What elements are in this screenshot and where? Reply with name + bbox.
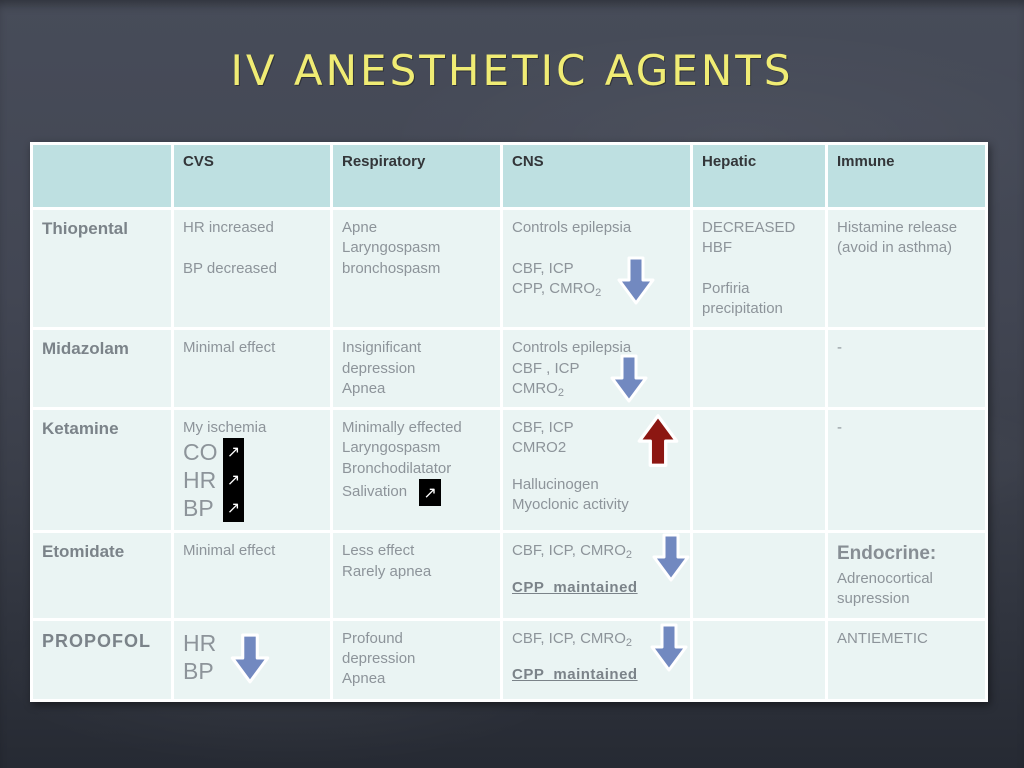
down-arrow-icon [617, 256, 655, 305]
cell-ketamine-hepatic [693, 410, 825, 531]
table-row-thiopental: Thiopental HR increased BP decreased Apn… [33, 210, 985, 328]
cell-thiopental-cns: Controls epilepsia CBF, ICP CPP, CMRO2 [503, 210, 690, 328]
row-label-midazolam: Midazolam [33, 330, 171, 407]
cell-thiopental-hepatic: DECREASED HBF Porfiria precipitation [693, 210, 825, 328]
cell-thiopental-respiratory: Apne Laryngospasm bronchospasm [333, 210, 500, 328]
cell-ketamine-cns: CBF, ICP CMRO2 Hallucinogen Myoclonic ac… [503, 410, 690, 531]
cell-etomidate-respiratory: Less effect Rarely apnea [333, 533, 500, 618]
header-row: CVS Respiratory CNS Hepatic Immune [33, 145, 985, 207]
table-row-etomidate: Etomidate Minimal effect Less effect Rar… [33, 533, 985, 618]
cell-propofol-hepatic [693, 620, 825, 699]
cell-midazolam-cns: Controls epilepsia CBF , ICP CMRO2 [503, 330, 690, 407]
cell-ketamine-respiratory: Minimally effected Laryngospasm Bronchod… [333, 410, 500, 531]
cell-midazolam-immune: - [828, 330, 985, 407]
header-hepatic: Hepatic [693, 145, 825, 207]
cell-thiopental-immune: Histamine release (avoid in asthma) [828, 210, 985, 328]
table-row-propofol: PROPOFOL HR BP Profound depression Apnea… [33, 620, 985, 699]
cell-thiopental-cvs: HR increased BP decreased [174, 210, 330, 328]
down-arrow-icon [650, 623, 688, 672]
table-row-midazolam: Midazolam Minimal effect Insignificant d… [33, 330, 985, 407]
row-label-thiopental: Thiopental [33, 210, 171, 328]
table-row-ketamine: Ketamine My ischemia CO ↗ HR ↗ BP ↗ [33, 410, 985, 531]
cell-propofol-cns: CBF, ICP, CMRO2 CPP maintained [503, 620, 690, 699]
cell-etomidate-cns: CBF, ICP, CMRO2 CPP maintained [503, 533, 690, 618]
down-arrow-icon [652, 533, 690, 582]
cell-propofol-immune: ANTIEMETIC [828, 620, 985, 699]
cell-propofol-cvs: HR BP [174, 620, 330, 699]
header-cvs: CVS [174, 145, 330, 207]
ne-arrow-icon: ↗ [419, 478, 442, 506]
ne-arrow-icon: ↗ [223, 494, 244, 523]
header-cns: CNS [503, 145, 690, 207]
row-label-propofol: PROPOFOL [33, 620, 171, 699]
row-label-etomidate: Etomidate [33, 533, 171, 618]
down-arrow-icon [230, 633, 270, 683]
page-title: IV ANESTHETIC AGENTS [230, 46, 794, 95]
header-immune: Immune [828, 145, 985, 207]
down-arrow-icon [610, 354, 648, 403]
cell-etomidate-hepatic [693, 533, 825, 618]
header-empty [33, 145, 171, 207]
ne-arrow-icon: ↗ [223, 466, 244, 495]
cell-etomidate-cvs: Minimal effect [174, 533, 330, 618]
anesthetic-agents-table: CVS Respiratory CNS Hepatic Immune Thiop… [30, 142, 988, 702]
cell-ketamine-immune: - [828, 410, 985, 531]
cell-midazolam-hepatic [693, 330, 825, 407]
row-label-ketamine: Ketamine [33, 410, 171, 531]
header-respiratory: Respiratory [333, 145, 500, 207]
cell-ketamine-cvs: My ischemia CO ↗ HR ↗ BP ↗ [174, 410, 330, 531]
cell-propofol-respiratory: Profound depression Apnea [333, 620, 500, 699]
cell-etomidate-immune: Endocrine: Adrenocortical supression [828, 533, 985, 618]
cell-midazolam-cvs: Minimal effect [174, 330, 330, 407]
ne-arrow-icon: ↗ [223, 438, 244, 467]
cell-midazolam-respiratory: Insignificant depression Apnea [333, 330, 500, 407]
up-arrow-icon [637, 414, 679, 467]
